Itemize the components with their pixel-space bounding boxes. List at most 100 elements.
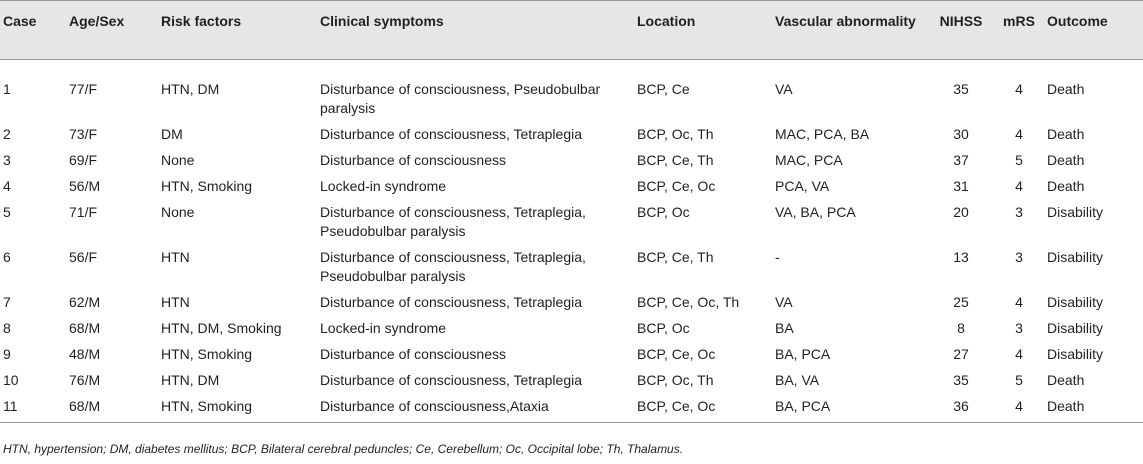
cell-outcome: Death — [1047, 152, 1085, 168]
header-case: Case — [0, 0, 66, 60]
cell-vascular-abnormality: MAC, PCA, BA — [775, 126, 870, 142]
table-row: 1 77/F HTN, DM Disturbance of consciousness… — [0, 60, 1143, 122]
cell-risk-factors: HTN, DM — [161, 81, 220, 97]
table-row: 5 71/F None Disturbance of consciousness, T… — [0, 199, 1143, 244]
cell-outcome: Death — [1047, 81, 1085, 97]
cell-age-sex: 48/M — [69, 346, 101, 362]
cell-risk-factors: None — [161, 204, 195, 220]
cell-clinical-symptoms: Locked-in syndrome — [320, 178, 447, 194]
header-clinical-symptoms: Clinical symptoms — [317, 0, 634, 60]
cell-risk-factors: HTN, DM — [161, 372, 220, 388]
cell-clinical-symptoms: Disturbance of consciousness, Tetraplegi… — [320, 126, 583, 142]
cell-clinical-symptoms: Disturbance of consciousness — [320, 346, 506, 362]
cell-location: BCP, Ce, Oc — [637, 346, 716, 362]
cell-vascular-abnormality: BA, PCA — [775, 346, 831, 362]
cell-clinical-symptoms: Disturbance of consciousness, Pseudobulb… — [320, 81, 601, 116]
cell-case: 2 — [3, 126, 11, 142]
cell-outcome: Disability — [1047, 204, 1104, 220]
table-footnote: HTN, hypertension; DM, diabetes mellitus… — [3, 442, 684, 456]
cell-case: 6 — [3, 249, 11, 265]
cell-mrs: 4 — [1015, 126, 1023, 142]
cell-age-sex: 62/M — [69, 294, 101, 310]
header-row: Case Age/Sex Risk factors Clinical sympt… — [0, 0, 1143, 60]
cell-location: BCP, Oc, Th — [637, 372, 714, 388]
header-nihss: NIHSS — [928, 0, 994, 60]
cell-location: BCP, Oc, Th — [637, 126, 714, 142]
cell-clinical-symptoms: Disturbance of consciousness,Ataxia — [317, 393, 634, 423]
header-location: Location — [634, 0, 772, 60]
cell-mrs: 3 — [1015, 320, 1023, 336]
table-row: 7 62/M HTN Disturbance of consciousness, Te… — [0, 289, 1143, 315]
cell-outcome: Disability — [1047, 346, 1104, 362]
cell-vascular-abnormality: - — [775, 249, 780, 265]
cell-outcome: Disability — [1047, 294, 1104, 310]
cell-age-sex: 56/M — [69, 178, 101, 194]
cell-vascular-abnormality: BA, VA — [775, 372, 820, 388]
cell-mrs: 4 — [1015, 294, 1023, 310]
cell-vascular-abnormality: VA — [775, 294, 793, 310]
cell-vascular-abnormality: BA, PCA — [772, 393, 928, 423]
cell-case: 8 — [3, 320, 11, 336]
cell-age-sex: 68/M — [69, 320, 101, 336]
cell-nihss: 31 — [953, 178, 969, 194]
cell-nihss: 25 — [953, 294, 969, 310]
cell-location: BCP, Ce, Oc, Th — [637, 294, 740, 310]
cell-outcome: Death — [1044, 393, 1143, 423]
cell-mrs: 5 — [1015, 372, 1023, 388]
cell-nihss: 35 — [953, 81, 969, 97]
cell-case: 11 — [0, 393, 66, 423]
cell-risk-factors: HTN — [161, 294, 190, 310]
table-body: 1 77/F HTN, DM Disturbance of consciousness… — [0, 60, 1143, 423]
cell-clinical-symptoms: Disturbance of consciousness, Tetraplegi… — [320, 372, 583, 388]
cell-mrs: 4 — [1015, 178, 1023, 194]
cell-age-sex: 77/F — [69, 81, 98, 97]
cell-mrs: 4 — [994, 393, 1044, 423]
cell-risk-factors: HTN, Smoking — [161, 346, 253, 362]
cell-risk-factors: None — [161, 152, 195, 168]
table-row: 10 76/M HTN, DM Disturbance of consciousnes… — [0, 367, 1143, 393]
cell-vascular-abnormality: VA — [775, 81, 793, 97]
cell-nihss: 27 — [953, 346, 969, 362]
cell-risk-factors: HTN, DM, Smoking — [161, 320, 282, 336]
header-outcome: Outcome — [1044, 0, 1143, 60]
cell-outcome: Disability — [1047, 249, 1104, 265]
cell-clinical-symptoms: Disturbance of consciousness, Tetraplegi… — [320, 294, 583, 310]
cell-vascular-abnormality: PCA, VA — [775, 178, 830, 194]
cell-nihss: 36 — [928, 393, 994, 423]
cell-clinical-symptoms: Disturbance of consciousness — [320, 152, 506, 168]
cell-age-sex: 71/F — [69, 204, 98, 220]
cell-case: 1 — [3, 81, 11, 97]
table-header: Case Age/Sex Risk factors Clinical sympt… — [0, 0, 1143, 60]
cell-age-sex: 68/M — [66, 393, 158, 423]
cell-age-sex: 76/M — [69, 372, 101, 388]
cell-clinical-symptoms: Disturbance of consciousness, Tetraplegi… — [320, 204, 586, 239]
cell-case: 5 — [3, 204, 11, 220]
cell-location: BCP, Oc — [637, 204, 690, 220]
cell-vascular-abnormality: VA, BA, PCA — [775, 204, 856, 220]
cell-nihss: 37 — [953, 152, 969, 168]
cell-location: BCP, Ce, Oc — [634, 393, 772, 423]
cell-risk-factors: HTN, Smoking — [161, 178, 253, 194]
cell-location: BCP, Ce, Th — [637, 152, 714, 168]
cell-risk-factors: HTN — [161, 249, 190, 265]
cell-risk-factors: HTN, Smoking — [158, 393, 317, 423]
cell-outcome: Death — [1047, 372, 1085, 388]
header-mrs: mRS — [994, 0, 1044, 60]
cell-age-sex: 56/F — [69, 249, 98, 265]
cell-case: 7 — [3, 294, 11, 310]
cell-outcome: Death — [1047, 126, 1085, 142]
cell-mrs: 4 — [1015, 346, 1023, 362]
cell-location: BCP, Oc — [637, 320, 690, 336]
cell-outcome: Disability — [1047, 320, 1104, 336]
cell-case: 10 — [3, 372, 19, 388]
header-age-sex: Age/Sex — [66, 0, 158, 60]
cell-nihss: 13 — [953, 249, 969, 265]
cell-nihss: 30 — [953, 126, 969, 142]
cell-case: 9 — [3, 346, 11, 362]
